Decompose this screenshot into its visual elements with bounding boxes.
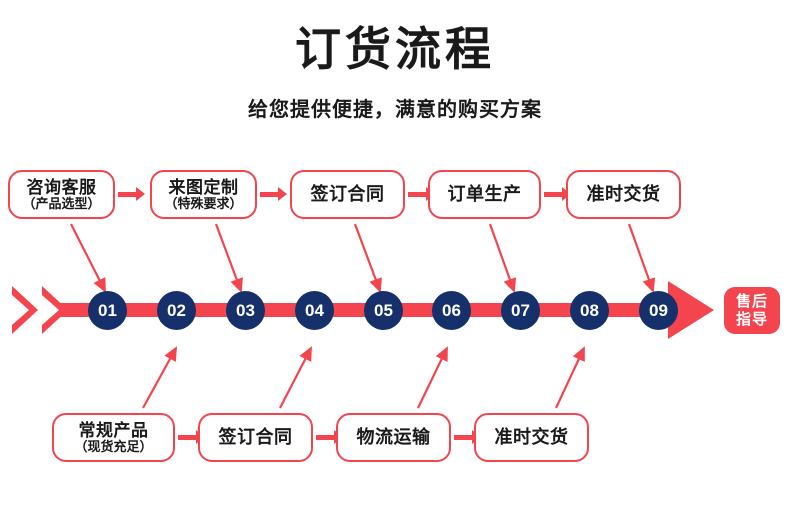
connector-shaft — [408, 191, 426, 197]
bottom-step-2-label: 签订合同 — [218, 427, 293, 448]
timeline-node-09-label: 09 — [649, 300, 668, 320]
timeline-node-03-label: 03 — [236, 300, 255, 320]
timeline-node-07-label: 07 — [511, 300, 530, 320]
connector-top-1-2 — [118, 187, 145, 201]
top-step-box-3[interactable]: 签订合同 — [290, 170, 405, 219]
timeline-node-07[interactable]: 07 — [501, 291, 540, 330]
link-box6-to-02 — [142, 346, 177, 409]
arrow-head-icon — [136, 187, 145, 201]
top-step-1-sublabel: （产品选型） — [22, 195, 101, 211]
link-box3-to-05 — [353, 223, 382, 293]
timeline-node-05-label: 05 — [374, 300, 393, 320]
timeline-node-06-label: 06 — [442, 300, 461, 320]
connector-shaft — [544, 191, 562, 197]
top-step-1-label: 咨询客服 — [26, 177, 97, 197]
connector-shaft — [118, 191, 136, 197]
link-box7-to-04 — [279, 346, 312, 409]
connector-shaft — [316, 434, 334, 440]
link-box1-to-01 — [70, 223, 106, 293]
bottom-step-box-2[interactable]: 签订合同 — [198, 413, 313, 462]
timeline-node-08-label: 08 — [580, 300, 599, 320]
top-step-3-label: 签订合同 — [310, 184, 385, 205]
link-box8-to-06 — [417, 346, 448, 409]
timeline-node-02-label: 02 — [167, 300, 186, 320]
link-box9-to-08 — [555, 346, 585, 409]
timeline-node-01[interactable]: 01 — [88, 291, 127, 330]
after-sales-badge[interactable]: 售后 指导 — [724, 287, 780, 334]
connector-top-2-3 — [260, 187, 287, 201]
chevron-icon-1 — [12, 286, 38, 334]
timeline-node-04[interactable]: 04 — [295, 291, 334, 330]
bottom-step-3-label: 物流运输 — [356, 427, 431, 448]
timeline-node-01-label: 01 — [98, 300, 117, 320]
top-step-2-label: 来图定制 — [168, 177, 239, 197]
connector-shaft — [454, 434, 472, 440]
link-box2-to-03 — [214, 223, 243, 293]
link-box4-to-07 — [488, 223, 517, 293]
top-step-box-2[interactable]: 来图定制 （特殊要求） — [150, 170, 257, 219]
timeline-node-04-label: 04 — [305, 300, 324, 320]
top-step-2-sublabel: （特殊要求） — [164, 195, 243, 211]
bottom-step-box-1[interactable]: 常规产品 （现货充足） — [52, 413, 175, 462]
timeline-node-02[interactable]: 02 — [157, 291, 196, 330]
top-step-box-4[interactable]: 订单生产 — [428, 170, 541, 219]
top-step-box-5[interactable]: 准时交货 — [566, 170, 681, 219]
timeline-node-06[interactable]: 06 — [432, 291, 471, 330]
bottom-step-4-label: 准时交货 — [494, 427, 569, 448]
link-box5-to-09 — [627, 223, 656, 293]
after-sales-badge-line1: 售后 — [735, 293, 768, 311]
top-step-5-label: 准时交货 — [586, 184, 661, 205]
page-subtitle: 给您提供便捷，满意的购买方案 — [248, 99, 542, 121]
timeline-node-05[interactable]: 05 — [364, 291, 403, 330]
bottom-step-box-3[interactable]: 物流运输 — [336, 413, 451, 462]
connector-shaft — [260, 191, 278, 197]
bottom-step-box-4[interactable]: 准时交货 — [474, 413, 589, 462]
page-title: 订货流程 — [295, 23, 495, 75]
bottom-step-1-sublabel: （现货充足） — [74, 438, 153, 454]
top-step-box-1[interactable]: 咨询客服 （产品选型） — [8, 170, 115, 219]
top-step-4-label: 订单生产 — [447, 184, 522, 205]
arrow-head-icon — [278, 187, 287, 201]
timeline-node-03[interactable]: 03 — [226, 291, 265, 330]
timeline-node-08[interactable]: 08 — [570, 291, 609, 330]
timeline-node-09[interactable]: 09 — [639, 291, 678, 330]
after-sales-badge-line2: 指导 — [735, 310, 768, 328]
bottom-step-1-label: 常规产品 — [78, 420, 149, 440]
connector-shaft — [178, 434, 196, 440]
